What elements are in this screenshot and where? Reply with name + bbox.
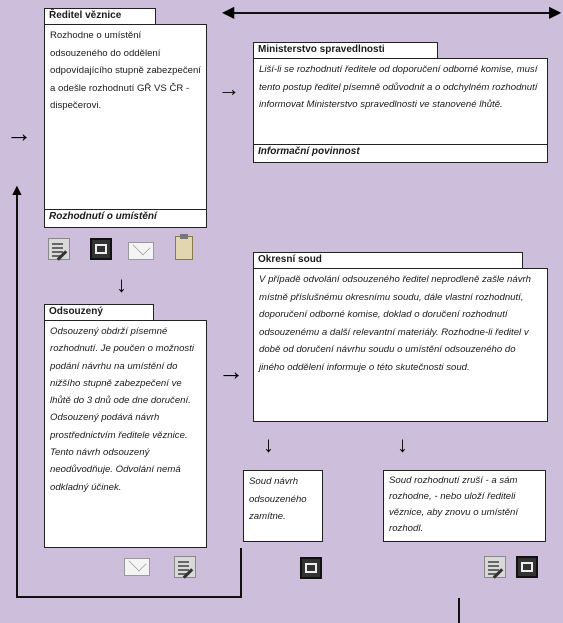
reditel-footer: Rozhodnutí o umístění	[44, 209, 207, 228]
reditel-text: Rozhodne o umístění odsouzeného do odděl…	[50, 30, 201, 111]
okresni-text: V případě odvolání odsouzeného ředitel n…	[259, 274, 532, 373]
arrow-left-head: ◀	[222, 4, 235, 21]
arrow-to-zrusi: ↓	[397, 432, 408, 457]
ministerstvo-footer: Informační povinnost	[253, 144, 548, 163]
document-edit-icon	[48, 238, 70, 260]
okresni-title: Okresní soud	[253, 252, 523, 269]
arrow-to-odsouzeny: ↓	[116, 272, 127, 297]
envelope-icon	[128, 242, 154, 260]
clipboard-icon	[175, 234, 193, 260]
zamitne-text: Soud návrh odsouzeného zamítne.	[249, 476, 307, 522]
ministerstvo-text: Liší-li se rozhodnutí ředitele od doporu…	[259, 64, 538, 110]
reditel-title: Ředitel věznice	[44, 8, 156, 25]
zrusi-text: Soud rozhodnutí zruší - a sám rozhodne, …	[389, 475, 519, 534]
document-edit-icon-3	[484, 556, 506, 578]
okresni-box: V případě odvolání odsouzeného ředitel n…	[253, 268, 548, 422]
arrow-to-ministerstvo: →	[218, 76, 240, 101]
connector-bottom	[16, 596, 241, 598]
ministerstvo-title: Ministerstvo spravedlnosti	[253, 42, 438, 59]
odsouzeny-text: Odsouzený obdrží písemné rozhodnutí. Je …	[50, 326, 194, 493]
odsouzeny-box: Odsouzený obdrží písemné rozhodnutí. Je …	[44, 320, 207, 548]
envelope-icon-2	[124, 558, 150, 576]
connector-top	[232, 12, 557, 14]
arrow-up-head: ▲	[9, 182, 25, 199]
reditel-box: Rozhodne o umístění odsouzeného do odděl…	[44, 24, 207, 210]
zrusi-box: Soud rozhodnutí zruší - a sám rozhodne, …	[383, 470, 546, 542]
arrow-into-reditel: →	[6, 118, 32, 148]
document-edit-icon-2	[174, 556, 196, 578]
dark-frame-icon	[90, 238, 112, 260]
dark-frame-icon-3	[516, 556, 538, 578]
connector-right-vertical	[458, 598, 460, 623]
connector-left-vertical	[16, 190, 18, 598]
odsouzeny-title: Odsouzený	[44, 304, 154, 321]
dark-frame-icon-2	[300, 557, 322, 579]
connector-bottom-right	[240, 548, 242, 598]
ministerstvo-box: Liší-li se rozhodnutí ředitele od doporu…	[253, 58, 548, 145]
arrow-to-okresni: →	[218, 356, 244, 386]
zamitne-box: Soud návrh odsouzeného zamítne.	[243, 470, 323, 542]
arrow-to-zamitne: ↓	[263, 432, 274, 457]
arrow-right-head: ▶	[549, 4, 562, 21]
